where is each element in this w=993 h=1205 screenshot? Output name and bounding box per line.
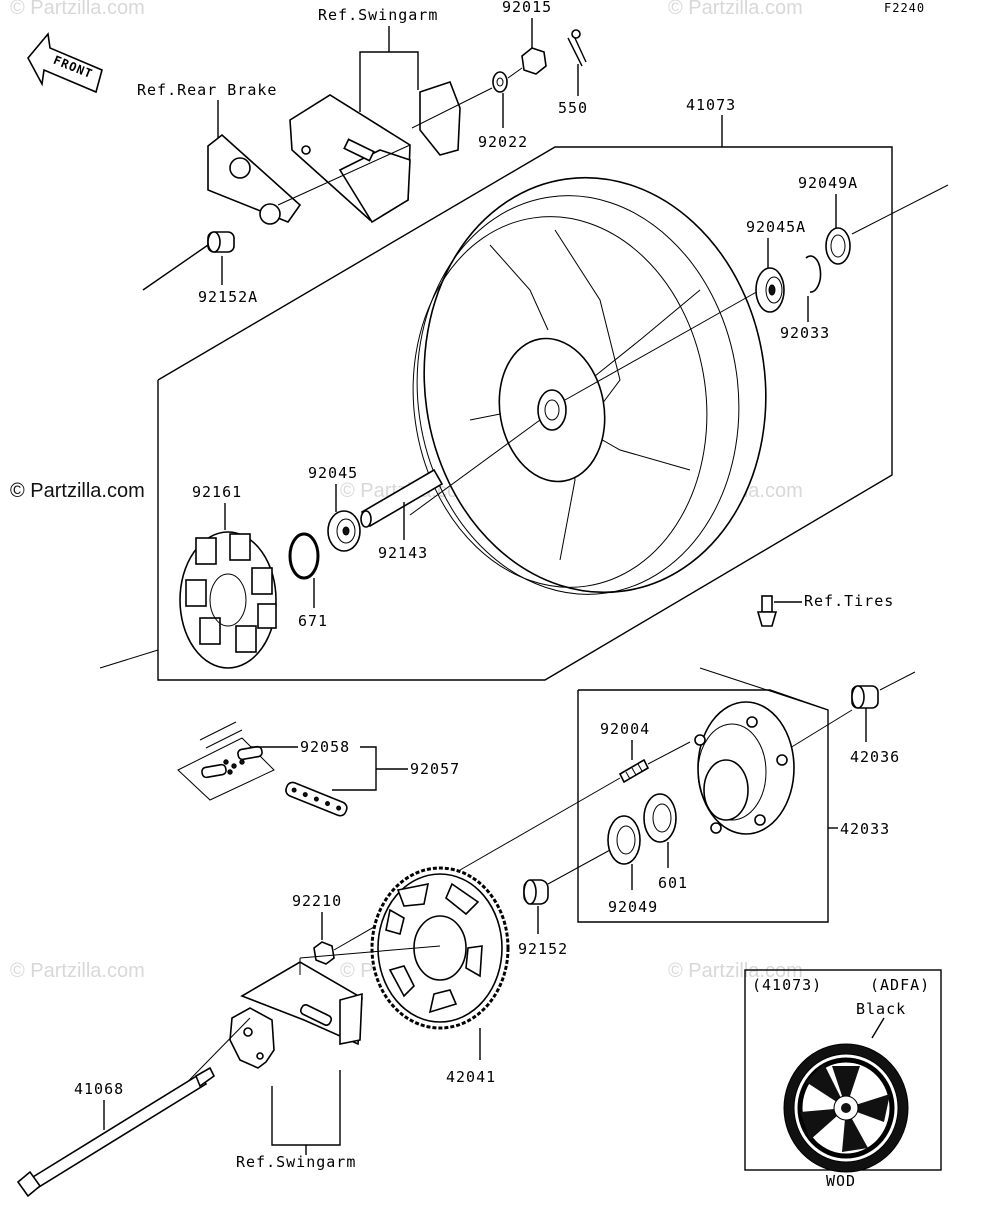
collar-92152a-icon <box>207 231 235 253</box>
circlip-92033-icon <box>805 255 822 293</box>
label-92143: 92143 <box>378 544 428 562</box>
ref-swingarm-bottom: Ref.Swingarm <box>236 1153 356 1171</box>
nut-92210-icon <box>313 941 335 965</box>
bearing-601-icon <box>643 793 677 843</box>
sprocket-coupling-42033-icon <box>694 701 795 835</box>
washer-92022-icon <box>492 71 508 93</box>
ref-rear-brake: Ref.Rear Brake <box>137 81 277 99</box>
label-92015: 92015 <box>502 0 552 16</box>
tire-valve-icon <box>756 595 778 627</box>
oil-seal-92049-icon <box>607 815 641 865</box>
oil-seal-92049a-icon <box>825 227 851 265</box>
label-42041: 42041 <box>446 1068 496 1086</box>
rear-axle-41068-icon <box>16 1066 216 1198</box>
inset-footer-code: WOD <box>826 1172 856 1190</box>
collar-42036-icon <box>851 685 879 709</box>
inset-wheel-icon <box>783 1043 909 1173</box>
label-42033: 42033 <box>840 820 890 838</box>
drive-chain-92057-icon <box>177 721 348 817</box>
label-42036: 42036 <box>850 748 900 766</box>
front-arrow-icon: FRONT <box>27 32 103 94</box>
rear-brake-bracket-icon <box>207 133 302 225</box>
watermark: © Partzilla.com <box>10 0 145 19</box>
watermark: © Partzilla.com <box>10 960 145 982</box>
inset-part-number: (41073) <box>752 976 822 994</box>
inset-variant-code: (ADFA) <box>870 976 930 994</box>
watermark-main: © Partzilla.com <box>10 480 145 502</box>
watermark: © Partzilla.com <box>668 0 803 19</box>
bearing-92045a-icon <box>755 267 785 313</box>
label-92057: 92057 <box>410 760 460 778</box>
stud-92004-icon <box>618 758 650 784</box>
ref-tires: Ref.Tires <box>804 592 894 610</box>
bearing-92045-icon <box>327 510 361 552</box>
label-92004: 92004 <box>600 720 650 738</box>
label-92210: 92210 <box>292 892 342 910</box>
label-92045a: 92045A <box>746 218 806 236</box>
label-92161: 92161 <box>192 483 242 501</box>
label-92152: 92152 <box>518 940 568 958</box>
distance-collar-92143-icon <box>360 468 444 528</box>
label-92022: 92022 <box>478 133 528 151</box>
rear-sprocket-42041-icon <box>370 866 510 1030</box>
color-variant-inset: (41073) (ADFA) Black WOD <box>744 969 942 1190</box>
label-550: 550 <box>558 99 588 117</box>
collar-92152-icon <box>523 879 549 905</box>
label-92058: 92058 <box>300 738 350 756</box>
label-92152a: 92152A <box>198 288 258 306</box>
label-41068: 41068 <box>74 1080 124 1098</box>
label-92049: 92049 <box>608 898 658 916</box>
label-92049a: 92049A <box>798 174 858 192</box>
diagram-code: F2240 <box>884 1 925 15</box>
hub-damper-92161-icon <box>179 531 277 669</box>
watermark: © Partzilla.com <box>668 960 803 982</box>
nut-92015-icon <box>521 47 547 75</box>
wheel-frame <box>157 146 893 681</box>
hub-frame <box>577 689 829 923</box>
ref-swingarm-top: Ref.Swingarm <box>318 6 438 24</box>
inset-color: Black <box>856 1000 906 1018</box>
label-671: 671 <box>298 612 328 630</box>
label-601: 601 <box>658 874 688 892</box>
label-92033: 92033 <box>780 324 830 342</box>
rear-wheel-icon <box>412 176 767 595</box>
o-ring-671-icon <box>288 532 320 580</box>
chain-adjuster-icon <box>229 961 363 1069</box>
label-92045: 92045 <box>308 464 358 482</box>
cotter-pin-550-icon <box>567 29 587 67</box>
label-41073: 41073 <box>686 96 736 114</box>
swingarm-bracket-icon <box>289 80 461 224</box>
